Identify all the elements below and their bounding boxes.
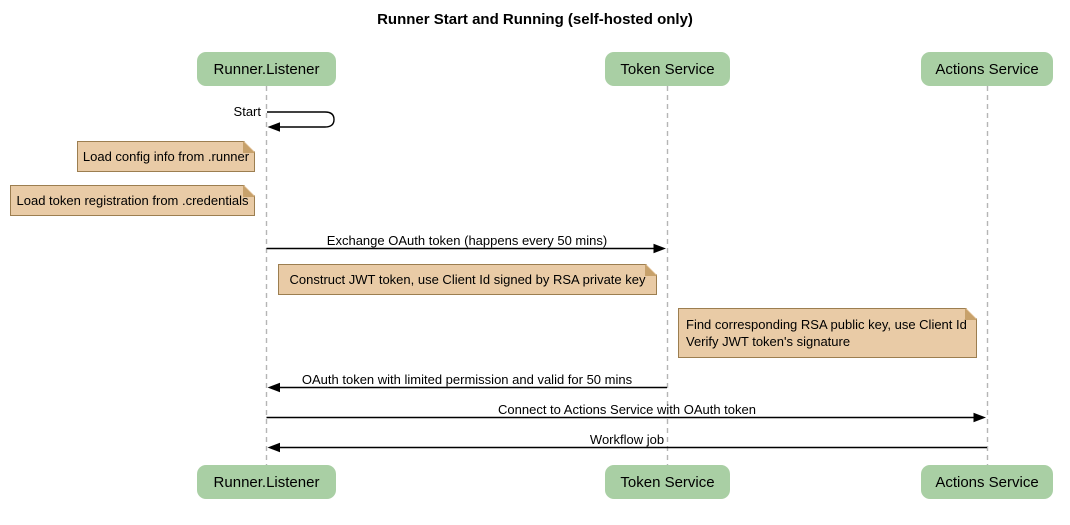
- note-text: Construct JWT token, use Client Id signe…: [289, 272, 646, 287]
- arrow-connect-actions: [266, 412, 986, 423]
- actor-label: Actions Service: [935, 473, 1039, 491]
- actor-label: Runner.Listener: [213, 60, 320, 78]
- actor-label: Actions Service: [935, 60, 1039, 78]
- arrow-oauth-return: [267, 382, 667, 393]
- note-load-config: Load config info from .runner: [77, 141, 255, 172]
- note-verify-jwt: Find corresponding RSA public key, use C…: [678, 308, 977, 358]
- diagram-title: Runner Start and Running (self-hosted on…: [377, 11, 693, 28]
- arrow-exchange-oauth: [266, 243, 666, 254]
- note-construct-jwt: Construct JWT token, use Client Id signe…: [278, 264, 657, 295]
- note-text: Load config info from .runner: [82, 149, 250, 164]
- arrow-workflow-job: [267, 442, 987, 453]
- actor-actions-service-bottom: Actions Service: [921, 465, 1053, 499]
- actor-label: Token Service: [620, 473, 715, 491]
- arrow-start-self-call: [267, 111, 335, 132]
- actor-runner-listener-top: Runner.Listener: [197, 52, 336, 86]
- message-label-start: Start: [233, 104, 261, 119]
- actor-runner-listener-bottom: Runner.Listener: [197, 465, 336, 499]
- actor-label: Runner.Listener: [213, 473, 320, 491]
- actor-token-service-top: Token Service: [605, 52, 730, 86]
- actor-label: Token Service: [620, 60, 715, 78]
- message-label-oauth-return: OAuth token with limited permission and …: [301, 372, 633, 387]
- message-label-exchange-oauth: Exchange OAuth token (happens every 50 m…: [326, 233, 608, 248]
- message-label-workflow-job: Workflow job: [589, 432, 665, 447]
- note-text-line2: Verify JWT token's signature: [686, 334, 851, 349]
- actor-actions-service-top: Actions Service: [921, 52, 1053, 86]
- note-text: Load token registration from .credential…: [16, 193, 249, 208]
- actor-token-service-bottom: Token Service: [605, 465, 730, 499]
- message-label-connect-actions: Connect to Actions Service with OAuth to…: [498, 402, 756, 417]
- note-text-line1: Find corresponding RSA public key, use C…: [686, 317, 967, 332]
- note-load-credentials: Load token registration from .credential…: [10, 185, 255, 216]
